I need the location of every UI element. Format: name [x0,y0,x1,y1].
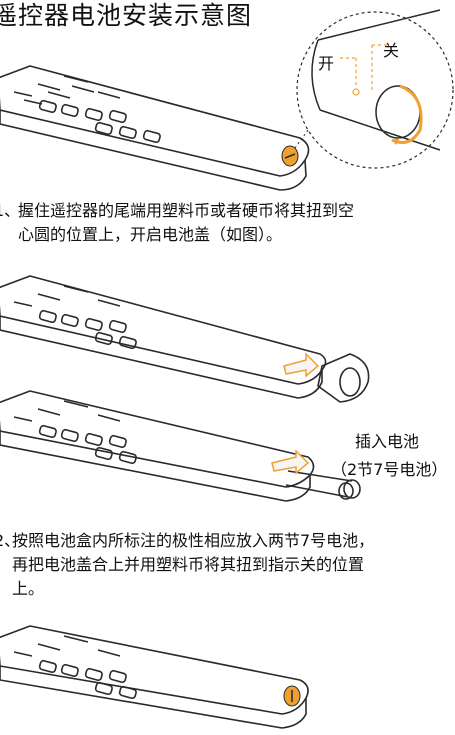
battery-caption-line-1: 插入电池 [355,432,420,451]
remote-illustration-cap-removed [0,275,370,403]
step-1-number: 1、 [0,201,21,220]
remote-illustration-batteries [0,390,361,502]
remote-illustration-final [0,625,309,729]
step-1-line-2: 心圆的位置上，开启电池盖（如图）。 [18,225,283,244]
step-2-line-3: 上。 [12,579,45,598]
battery-caption-line-2: （2节7号电池） [331,460,448,479]
open-label: 开 [318,54,335,73]
step-1-line-1: 握住遥控器的尾端用塑料币或者硬币将其扭到空 [18,201,355,220]
step-2-line-2: 再把电池盖合上并用塑料币将其扭到指示关的位置 [12,555,365,574]
step-2-number: 2、 [0,531,21,550]
close-label: 关 [383,41,400,60]
step-2-line-1: 按照电池盒内所标注的极性相应放入两节7号电池， [12,531,375,550]
page-title: 遥控器电池安装示意图 [0,1,253,30]
remote-illustration-closed [0,9,454,191]
